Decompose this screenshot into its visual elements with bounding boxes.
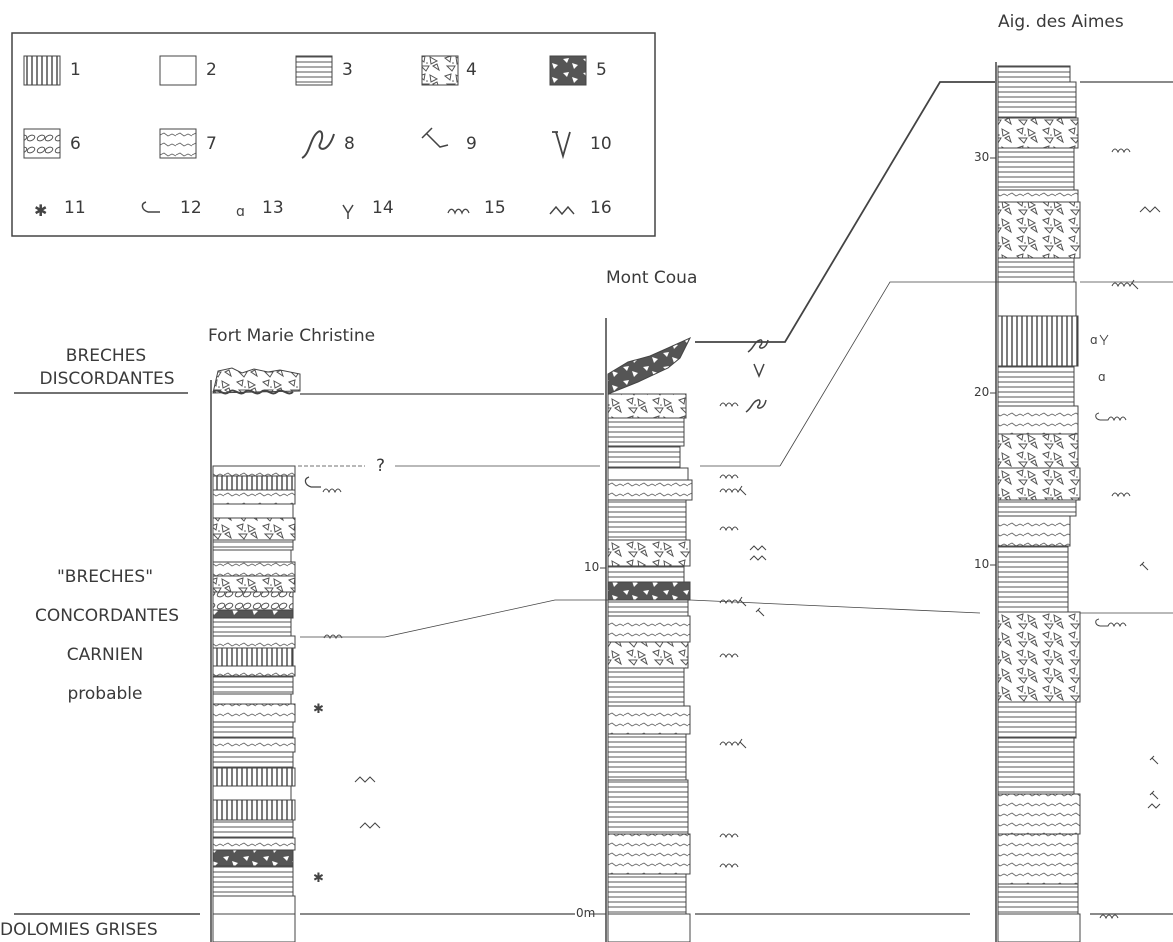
unit-label-probable: probable: [40, 684, 170, 704]
scale-label-aimes-20: 20: [974, 385, 989, 399]
blank-box-icon: [160, 56, 196, 85]
breccia-dark-icon: [550, 56, 586, 85]
svg-text:ɑ: ɑ: [1090, 333, 1098, 347]
legend-label-13: 13: [262, 198, 284, 218]
unit-label-discordantes: DISCORDANTES: [22, 369, 192, 389]
column-fort-marie-christine: ✱ ✱: [211, 368, 380, 942]
scale-label-coua-0: 0m: [576, 906, 595, 920]
unit-label-breches: BRECHES: [36, 346, 176, 366]
dashed-lamination-icon: [160, 129, 196, 158]
legend-label-1: 1: [70, 60, 81, 80]
legend-label-9: 9: [466, 134, 477, 154]
legend-label-16: 16: [590, 198, 612, 218]
legend-label-3: 3: [342, 60, 353, 80]
question-mark: ?: [376, 456, 385, 476]
unit-label-dolomies-grises: DOLOMIES GRISES: [0, 920, 158, 940]
unit-label-breches-concordantes-1: "BRECHES": [30, 567, 180, 587]
legend-label-10: 10: [590, 134, 612, 154]
legend-label-11: 11: [64, 198, 86, 218]
vertical-hatch-icon: [24, 56, 60, 85]
legend-label-14: 14: [372, 198, 394, 218]
unit-label-breches-concordantes-2: CONCORDANTES: [22, 606, 192, 626]
legend-label-6: 6: [70, 134, 81, 154]
legend: ✱ ɑ: [12, 33, 655, 236]
column-aig-des-aimes: ɑ ɑ: [990, 62, 1160, 942]
svg-text:✱: ✱: [313, 871, 324, 886]
section-title-aig-des-aimes: Aig. des Aimes: [998, 12, 1124, 32]
section-title-fort-marie-christine: Fort Marie Christine: [208, 326, 375, 346]
horizontal-hatch-icon: [296, 56, 332, 85]
breccia-light-icon: [422, 56, 458, 85]
scale-label-aimes-10: 10: [974, 557, 989, 571]
legend-label-4: 4: [466, 60, 477, 80]
legend-label-2: 2: [206, 60, 217, 80]
star-icon: ✱: [34, 201, 47, 220]
legend-label-8: 8: [344, 134, 355, 154]
legend-label-5: 5: [596, 60, 607, 80]
column-mont-coua: [590, 318, 768, 942]
scale-label-coua-10: 10: [584, 560, 599, 574]
legend-label-15: 15: [484, 198, 506, 218]
legend-label-7: 7: [206, 134, 217, 154]
svg-text:✱: ✱: [313, 702, 324, 717]
scale-label-aimes-30: 30: [974, 150, 989, 164]
ovals-icon: [24, 129, 60, 158]
unit-label-carnien: CARNIEN: [40, 645, 170, 665]
svg-text:ɑ: ɑ: [1098, 370, 1106, 384]
gastropod-icon: ɑ: [236, 204, 245, 220]
section-title-mont-coua: Mont Coua: [606, 268, 697, 288]
legend-label-12: 12: [180, 198, 202, 218]
